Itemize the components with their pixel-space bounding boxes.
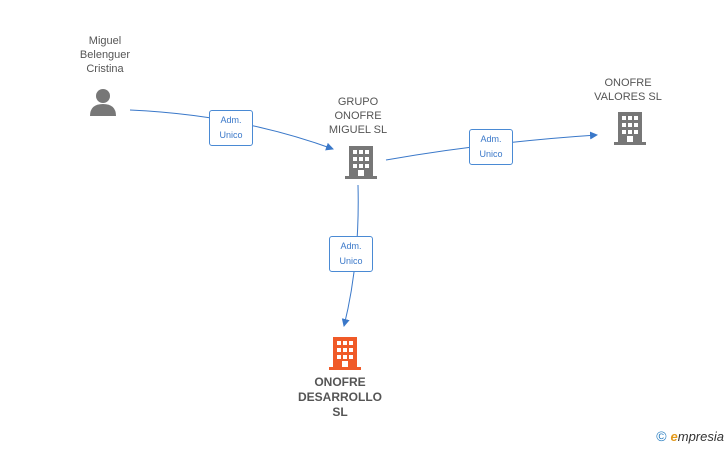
brand-initial: e — [670, 429, 678, 444]
onofre-valores-node-label[interactable]: ONOFRE VALORES SL — [594, 77, 662, 103]
edge-label-grupo-valores: Adm. Unico — [469, 129, 513, 165]
edge-label-grupo-desarrollo: Adm. Unico — [329, 236, 373, 272]
building-icon[interactable] — [345, 145, 377, 179]
empresia-logo[interactable]: ©empresia — [656, 428, 724, 444]
building-icon-highlighted[interactable] — [329, 336, 361, 370]
person-icon[interactable] — [88, 87, 118, 117]
edge-label-person-grupo: Adm. Unico — [209, 110, 253, 146]
brand-name: mpresia — [677, 429, 724, 444]
building-icon[interactable] — [614, 111, 646, 145]
onofre-desarrollo-node-label[interactable]: ONOFRE DESARROLLO SL — [298, 375, 382, 419]
person-node-label[interactable]: Miguel Belenguer Cristina — [79, 35, 131, 75]
copyright-icon: © — [656, 428, 667, 444]
grupo-onofre-miguel-node-label[interactable]: GRUPO ONOFRE MIGUEL SL — [328, 96, 388, 136]
